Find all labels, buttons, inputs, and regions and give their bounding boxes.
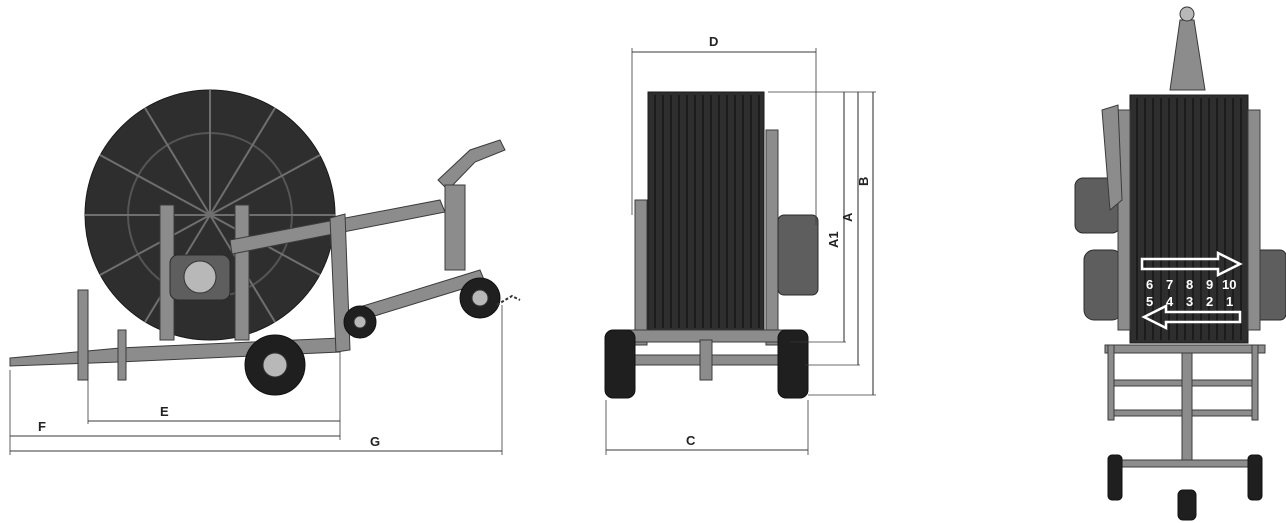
top-drum (1129, 94, 1249, 344)
traverse-arrows (1140, 250, 1243, 331)
pass-numbers: 6 7 8 9 10 5 4 3 2 1 (1146, 277, 1236, 309)
top-view-machine (1074, 6, 1286, 521)
arrow-left (1141, 303, 1242, 331)
dim-label-d: D (709, 34, 718, 49)
top-hose-coils (1136, 98, 1242, 340)
front-left-wheel (604, 329, 636, 399)
pass-number: 7 (1166, 277, 1173, 292)
front-view-machine (604, 91, 819, 399)
front-dimensions: D C A1 A B (605, 34, 876, 455)
pass-number: 2 (1206, 294, 1213, 309)
pass-number: 1 (1226, 294, 1233, 309)
pass-number: 9 (1206, 277, 1213, 292)
front-hose-coils (654, 95, 760, 328)
dim-label-e: E (160, 404, 169, 419)
top-right-wheel (1247, 454, 1263, 501)
side-view-machine (9, 89, 521, 396)
front-right-wheel (777, 329, 809, 399)
dim-label-a1: A1 (826, 231, 841, 248)
pass-number: 5 (1146, 294, 1153, 309)
dim-label-c: C (686, 433, 696, 448)
dim-label-b: B (856, 177, 871, 186)
dim-label-a: A (840, 212, 855, 222)
pass-number: 8 (1186, 277, 1193, 292)
pass-number: 4 (1166, 294, 1174, 309)
dim-label-g: G (370, 434, 380, 449)
side-dimensions: E F G (9, 300, 503, 455)
arrow-right (1140, 250, 1243, 278)
pass-number: 6 (1146, 277, 1153, 292)
top-left-wheel (1107, 454, 1123, 501)
dim-label-f: F (38, 419, 46, 434)
pass-number: 10 (1222, 277, 1236, 292)
pass-number: 3 (1186, 294, 1193, 309)
front-drum (647, 91, 765, 331)
